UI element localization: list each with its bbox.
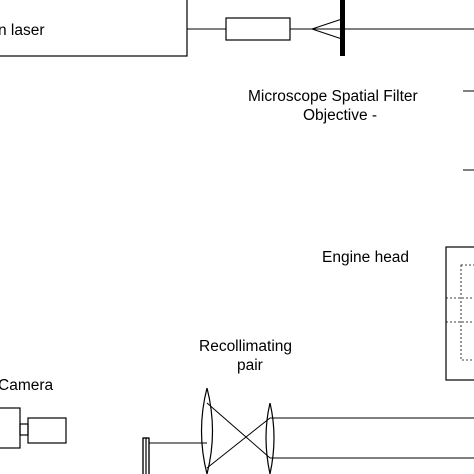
- engine-cylinder-window: [460, 264, 474, 361]
- camera-mount: [19, 423, 29, 436]
- camera-lens: [27, 417, 67, 444]
- laser-box: [0, 0, 188, 57]
- engine-head-box: [445, 246, 474, 381]
- recollimating-label-line1: Recollimating: [199, 338, 292, 355]
- filter-label-line2: Objective -: [303, 107, 377, 124]
- spatial-filter-pinhole: [340, 0, 345, 56]
- engine-head-label: Engine head: [322, 249, 409, 266]
- ray-lower-diverge: [245, 417, 271, 438]
- ray-upper-diverge: [245, 436, 271, 459]
- focus-cone-upper: [311, 18, 343, 30]
- recollimating-lens-1: [200, 387, 214, 474]
- laser-label: n laser: [0, 22, 45, 39]
- filter-label-line1: Microscope Spatial Filter: [248, 88, 418, 105]
- microscope-objective: [225, 17, 291, 41]
- camera-label: Camera: [0, 377, 54, 394]
- camera-body: [0, 407, 21, 449]
- ray-lower-converge: [206, 436, 247, 469]
- recollimating-label-line2: pair: [237, 357, 263, 374]
- ray-upper-converge: [206, 402, 247, 438]
- recollimating-lens-2: [265, 402, 275, 474]
- focus-cone-lower: [311, 28, 343, 40]
